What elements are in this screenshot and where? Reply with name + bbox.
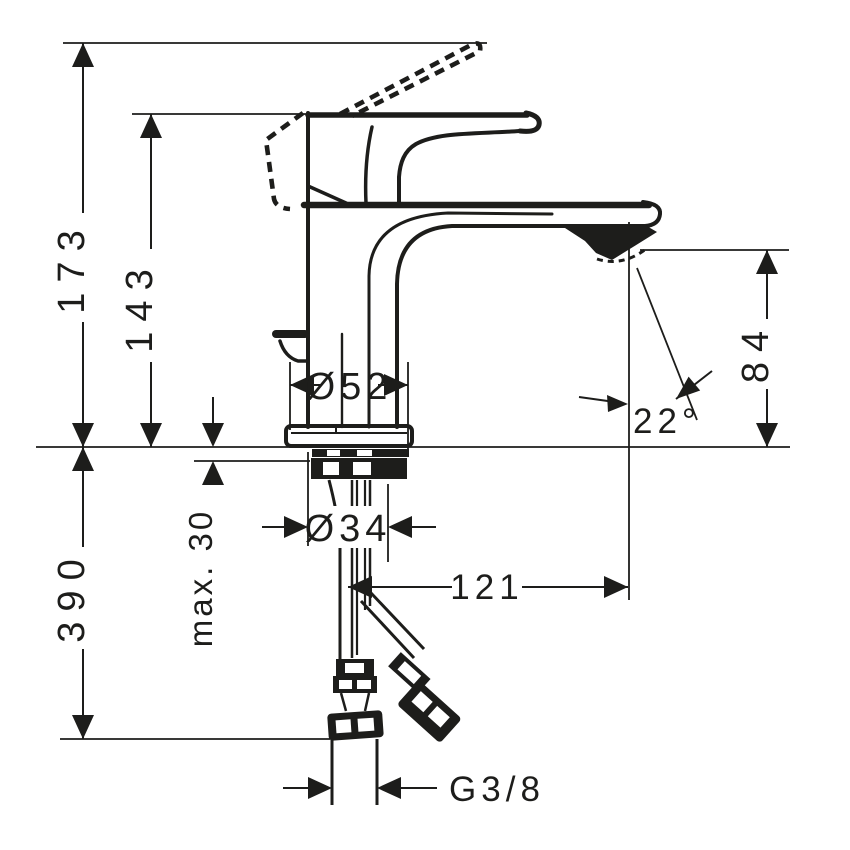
extension-lines	[36, 42, 790, 740]
dim-jet-angle-label: 22°	[633, 402, 701, 441]
dimension-supply-length: 390	[51, 447, 94, 739]
faucet-drawing	[263, 41, 663, 805]
aerator-dashed-edge	[596, 247, 647, 263]
body-spout	[272, 111, 663, 429]
dimension-overall-height: 173	[51, 43, 94, 447]
hose-hex-nut-right	[398, 681, 461, 742]
dimension-connection-thread: G3/8	[283, 770, 545, 809]
dim-spout-reach-label: 121	[450, 568, 523, 607]
dimension-body-height: 143	[119, 114, 162, 447]
base-flange	[284, 424, 414, 448]
dimension-jet-angle: 22°	[578, 370, 713, 441]
dim-overall-height-label: 173	[51, 220, 93, 313]
dim-supply-length-label: 390	[51, 549, 93, 642]
handle-raised-dashed	[263, 41, 483, 212]
spout-outlet-aerator	[565, 225, 657, 260]
dimension-base-diameter: Ø52	[290, 366, 408, 408]
dim-shank-diameter-label: Ø34	[305, 508, 392, 550]
hose-hex-nut-left	[327, 710, 384, 741]
dim-body-height-label: 143	[119, 259, 161, 352]
dim-max-deck-thickness-label: max. 30	[182, 509, 219, 647]
handle-lever	[305, 110, 542, 205]
mounting-hardware	[311, 449, 409, 479]
dim-connection-thread-label: G3/8	[449, 770, 545, 809]
dim-outlet-height-label: 84	[735, 321, 777, 383]
dimension-spout-reach: 121	[348, 568, 628, 607]
dimension-shank-diameter: Ø34	[262, 506, 436, 550]
dimension-outlet-height: 84	[735, 250, 778, 447]
dim-base-diameter-label: Ø52	[306, 366, 393, 408]
hose-fitting-left-small	[333, 659, 377, 693]
dimension-max-deck-thickness: max. 30	[182, 397, 224, 647]
